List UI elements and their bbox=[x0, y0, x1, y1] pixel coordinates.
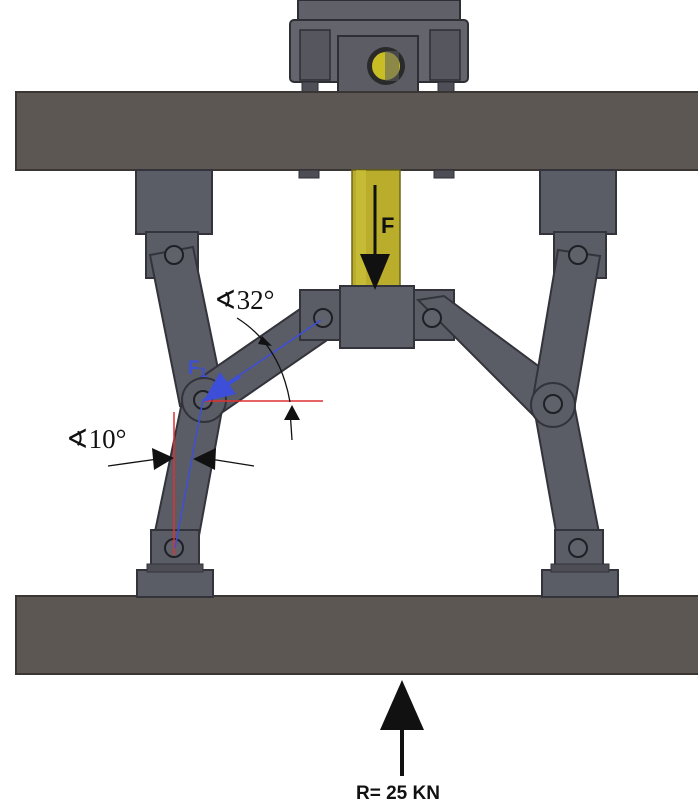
angle-10-arrowhead-right bbox=[193, 448, 216, 470]
force-f1-arrow bbox=[203, 372, 242, 402]
reaction-label: R= 25 KN bbox=[356, 783, 440, 803]
angle-32-label: ∢32° bbox=[214, 285, 274, 315]
angle-10-arrowhead-left bbox=[152, 448, 174, 470]
angle-10-label: ∢10° bbox=[66, 424, 126, 454]
force-f1-subscript: 1 bbox=[200, 364, 208, 380]
top-plate-studs bbox=[298, 169, 455, 179]
right-lower-bracket bbox=[541, 529, 619, 598]
pin-joints bbox=[164, 245, 588, 558]
pin-left-top bbox=[164, 245, 184, 265]
force-f1-label: F1 bbox=[188, 358, 208, 380]
angle-32-arrowhead-bottom bbox=[284, 405, 300, 420]
left-lower-bracket bbox=[136, 529, 214, 598]
pin-right-knee bbox=[543, 394, 563, 414]
angle-32-arrowhead-top bbox=[258, 336, 272, 346]
top-plate bbox=[15, 91, 698, 171]
pin-right-bottom bbox=[568, 538, 588, 558]
reference-lines bbox=[173, 400, 323, 555]
reaction-arrow bbox=[380, 680, 424, 776]
force-f-label: F bbox=[381, 213, 394, 238]
angle-10-dimension bbox=[107, 458, 255, 467]
pin-center-right bbox=[422, 308, 442, 328]
pin-right-top bbox=[568, 245, 588, 265]
cylinder-head bbox=[289, 0, 469, 93]
pin-center-left bbox=[313, 308, 333, 328]
force-f-arrow bbox=[360, 185, 390, 290]
bottom-plate bbox=[15, 595, 698, 675]
